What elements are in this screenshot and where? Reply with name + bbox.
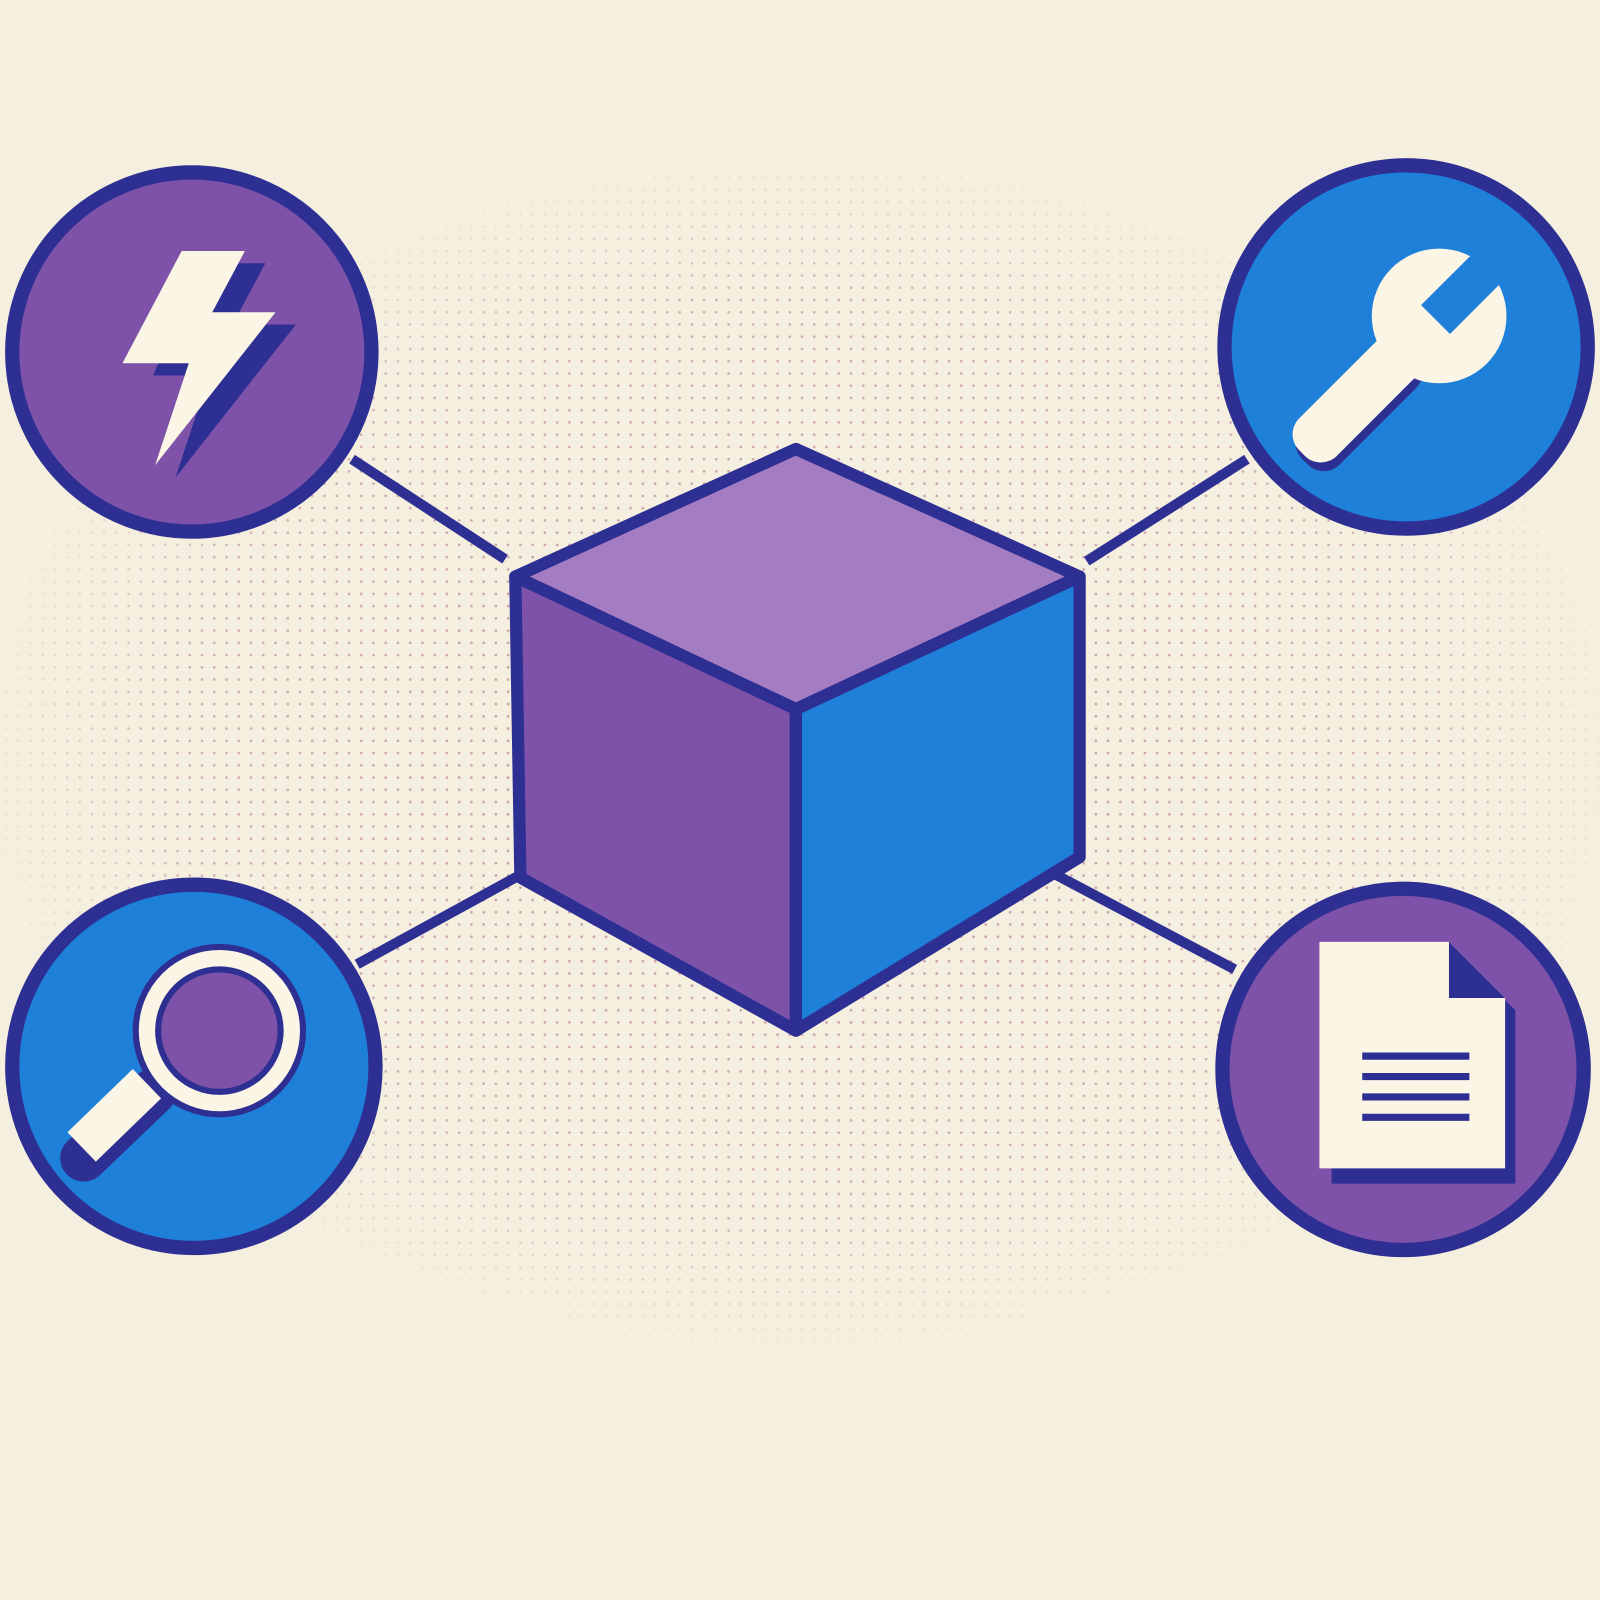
cube-right-face	[789, 570, 1086, 1037]
document-icon	[1319, 941, 1516, 1184]
connector-top-left	[349, 454, 508, 564]
cube-icon	[509, 442, 1086, 1037]
node-wrench[interactable]	[1217, 158, 1595, 536]
node-lightning[interactable]	[5, 165, 379, 539]
node-document[interactable]	[1215, 881, 1591, 1258]
magnifying-glass-icon	[60, 943, 307, 1182]
wrench-icon	[1292, 247, 1508, 472]
connector-top-right	[1083, 454, 1250, 566]
lightning-bolt-icon	[122, 251, 276, 466]
node-search[interactable]	[5, 877, 383, 1256]
